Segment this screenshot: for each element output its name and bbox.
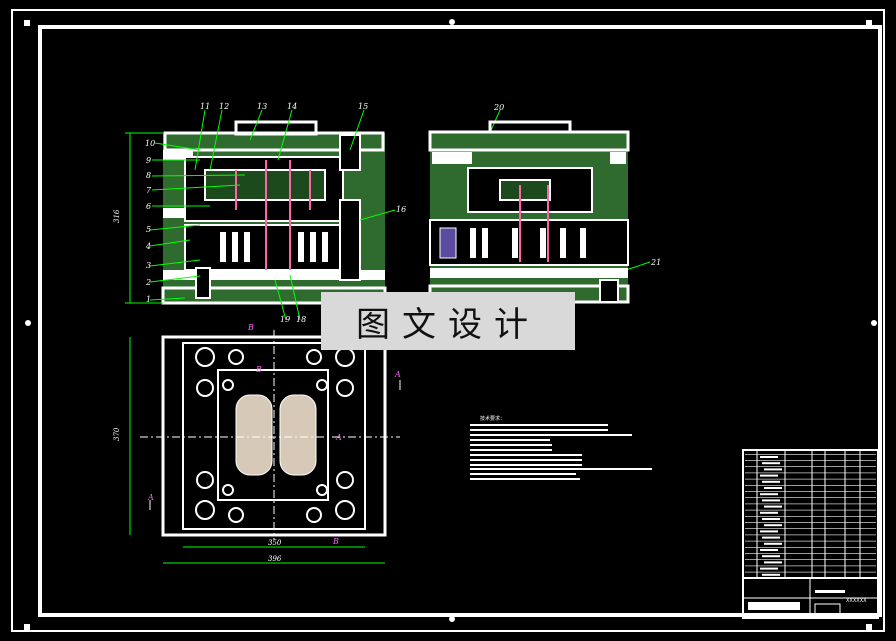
parts-list-row-text [760, 567, 778, 570]
parts-list-row-text [762, 518, 780, 520]
parts-list-row-text [760, 549, 778, 551]
parts-list-row-rule [745, 466, 876, 467]
dimension-left-vertical: 316 [113, 209, 121, 223]
parts-list-row-text [764, 561, 782, 564]
parts-list-row-rule [745, 540, 876, 542]
parts-list-row-rule [745, 460, 876, 461]
parts-list-row-text [760, 456, 778, 458]
plan-dimensions: 370 350 396 [113, 427, 282, 563]
section-letter-b: B [255, 365, 262, 374]
parts-list-row-rule [745, 547, 876, 548]
callout-label: 19 [280, 315, 290, 324]
notes-heading: 技术要求： [480, 415, 505, 422]
callout-label: 2 [145, 278, 151, 287]
parts-list-row-rule [745, 528, 876, 529]
outer-border [11, 9, 885, 632]
callout-label: 14 [287, 102, 297, 111]
parts-list-row-text [764, 468, 782, 471]
parts-list-row-text [760, 511, 778, 514]
section-letter-b: B [332, 537, 339, 546]
parts-list-row-rule [745, 491, 876, 492]
parts-list-row-rule [745, 534, 876, 536]
parts-list-row-text [760, 493, 778, 496]
section-letter-a: A [394, 370, 401, 379]
notes-lines [470, 424, 652, 480]
watermark-banner: 图文设计 [321, 292, 575, 350]
callout-label: 6 [146, 202, 151, 211]
parts-list-row-rule [745, 565, 876, 567]
parts-list-row-rule [745, 559, 876, 560]
watermark-text: 图文设计 [356, 304, 540, 345]
parts-list-row-text [762, 536, 780, 539]
parts-list-row-rule [745, 503, 876, 505]
callout-label: 10 [145, 139, 155, 148]
dimension-plan-vertical: 370 [113, 427, 121, 441]
callout-label: 15 [358, 102, 368, 111]
mold-section-right [428, 120, 630, 304]
callout-label: 3 [146, 261, 151, 270]
parts-list-row-text [764, 505, 782, 508]
callout-label: 16 [396, 205, 406, 214]
callout-leaders [149, 109, 651, 321]
mold-section-left [125, 120, 387, 305]
mold-plan-view [129, 330, 401, 564]
section-letter-a: A [335, 433, 342, 442]
parts-list-row-text [760, 474, 778, 477]
parts-list-row-text [764, 542, 782, 545]
dimension-plan-outer-width: 396 [268, 555, 282, 563]
parts-list-row-rule [745, 509, 876, 511]
parts-list-row-text [764, 487, 782, 489]
callout-label: 21 [650, 258, 661, 267]
callout-label: 12 [219, 102, 229, 111]
callout-label: 13 [257, 102, 267, 111]
dimension-plan-inner-width: 350 [268, 539, 282, 547]
title-block-drawing-no: XXXXXX [846, 598, 867, 604]
parts-list-row-rule [745, 472, 876, 474]
callout-label: 8 [146, 171, 151, 180]
parts-list-row-text [764, 524, 782, 527]
callout-label: 18 [296, 315, 306, 324]
parts-list-row-rule [745, 516, 876, 517]
centering-marks [24, 19, 877, 630]
parts-list-row-rule [745, 497, 876, 498]
parts-list-row-rule [745, 454, 876, 455]
parts-list-row-rule [745, 478, 876, 480]
callout-label: 7 [146, 186, 152, 195]
callout-labels: 1 2 3 4 5 6 7 8 9 10 11 12 13 14 15 16 1… [145, 102, 661, 324]
inner-border [38, 25, 882, 617]
parts-list-row-text [762, 555, 780, 558]
callout-label: 20 [493, 103, 504, 112]
section-letter-a: A [147, 493, 154, 502]
parts-list-row-rule [745, 522, 876, 523]
parts-list-row-text [762, 462, 780, 465]
parts-list-row-text [760, 530, 778, 533]
callout-label: 1 [146, 295, 151, 304]
section-markers: A A B B B A [147, 323, 401, 546]
callout-label: 5 [146, 225, 151, 234]
parts-list-row-rule [745, 571, 876, 573]
callout-label: 4 [145, 242, 151, 251]
parts-list-table [742, 449, 879, 619]
parts-list-row-text [762, 573, 780, 576]
parts-list-row-text [762, 499, 780, 502]
parts-list-row-rule [745, 485, 876, 486]
section-letter-b: B [247, 323, 254, 332]
parts-list-row-text [762, 480, 780, 483]
callout-label: 9 [146, 156, 151, 165]
callout-label: 11 [200, 102, 210, 111]
parts-list-row-rule [745, 553, 876, 554]
